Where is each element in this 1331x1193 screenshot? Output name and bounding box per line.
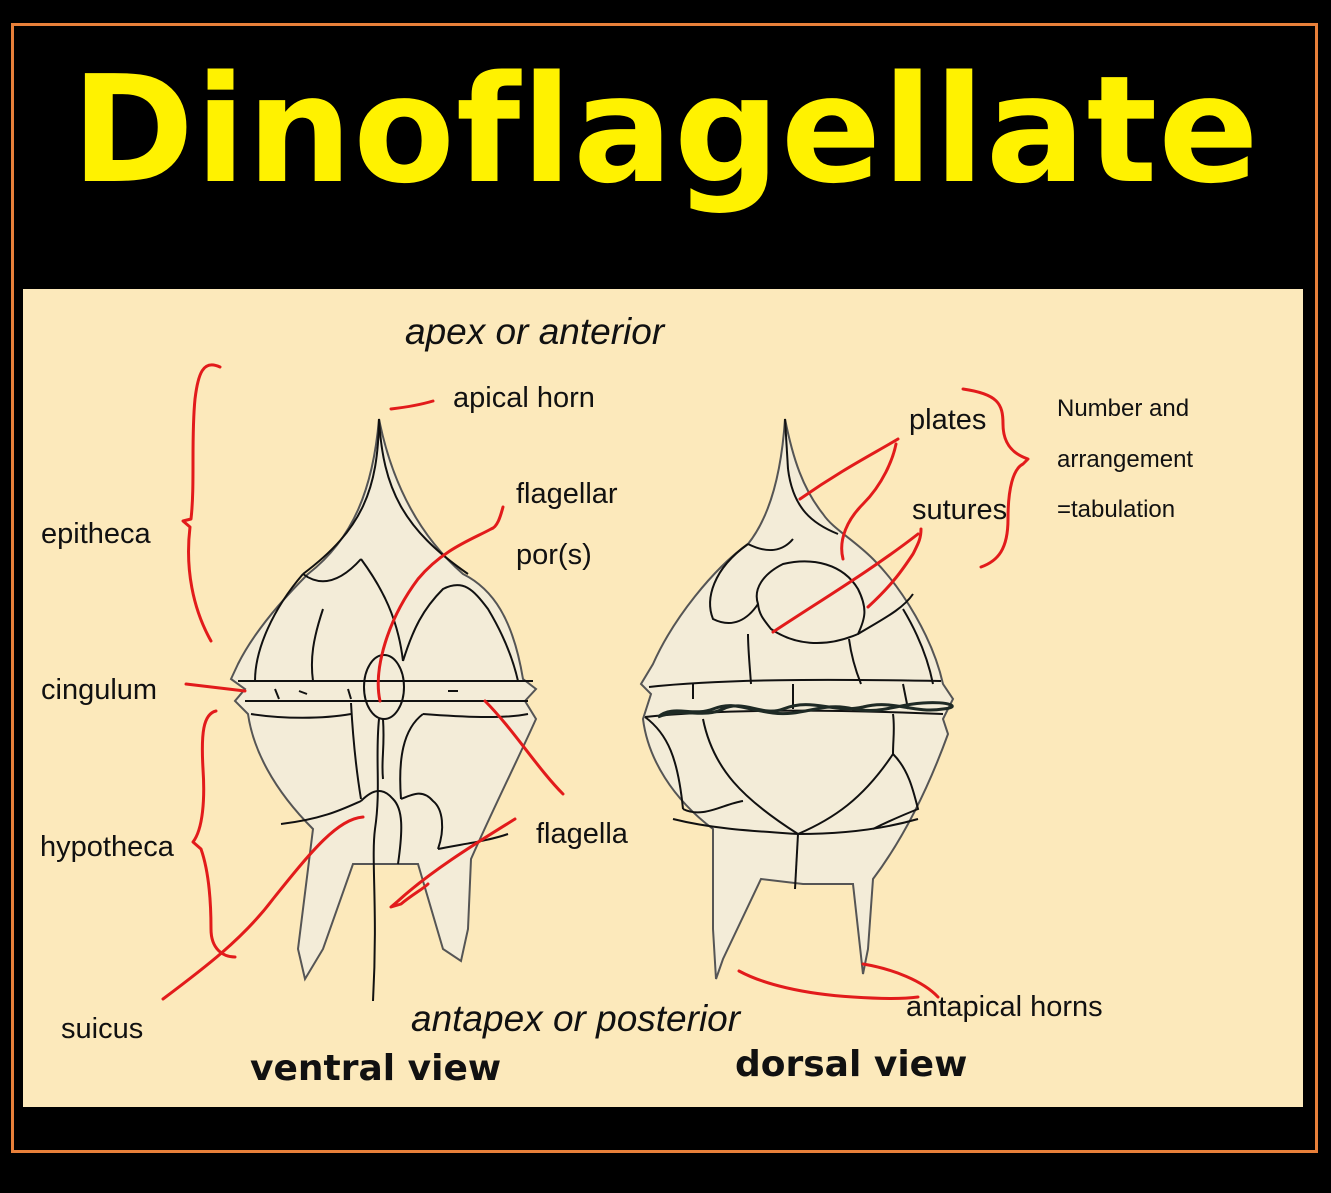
cingulum-pointer — [184, 682, 247, 693]
epitheca-brace — [181, 363, 222, 643]
apical-horn-pointer — [389, 399, 435, 411]
flagella-pointer — [483, 699, 565, 796]
epitheca-label: epitheca — [41, 518, 151, 550]
diagram-panel: apex or anterior apical horn flagellar p… — [23, 289, 1303, 1107]
slide-title: Dinoflagellate — [71, 44, 1260, 216]
cingulum-label: cingulum — [41, 674, 158, 706]
plates-label: plates — [909, 404, 987, 436]
hypotheca-label: hypotheca — [40, 831, 174, 863]
flagellar-pore-pointer — [376, 505, 505, 703]
dorsal-view-label: dorsal view — [735, 1044, 968, 1085]
tabulation-brace — [961, 387, 1030, 569]
sutures-pointer-2 — [866, 527, 923, 609]
flagellar-pores-label-line1: flagellar — [516, 478, 618, 510]
sutures-label: sutures — [912, 494, 1008, 526]
posterior-flagellum-pointer — [389, 817, 517, 909]
apical-horn-label: apical horn — [453, 382, 595, 414]
sulcus-label: suicus — [61, 1013, 144, 1045]
tabulation-label-line3: =tabulation — [1057, 496, 1176, 523]
dorsal-cell — [639, 418, 955, 980]
tabulation-label-line1: Number and — [1057, 395, 1190, 422]
antapical-horns-pointer-2 — [861, 962, 940, 999]
ventral-view-label: ventral view — [250, 1048, 502, 1089]
flagella-label: flagella — [536, 818, 628, 850]
dorsal-cell-outline — [639, 418, 955, 980]
antapical-horns-pointer — [737, 969, 920, 1000]
sulcus-pointer — [161, 815, 365, 1001]
antapical-horns-label: antapical horns — [906, 991, 1103, 1023]
ventral-cell — [229, 418, 538, 1002]
ventral-cell-outline — [229, 418, 538, 982]
dinoflagellate-illustration — [161, 363, 1030, 1002]
flagellar-pores-label-line2: por(s) — [516, 539, 592, 571]
apex-label: apex or anterior — [405, 311, 665, 352]
antapex-label: antapex or posterior — [411, 998, 741, 1039]
plates-pointer-2 — [840, 442, 898, 561]
plates-pointer-1 — [798, 437, 900, 501]
hypotheca-brace — [191, 709, 237, 959]
annotation-lines — [161, 363, 1030, 1001]
tabulation-label-line2: arrangement — [1057, 446, 1194, 473]
sutures-pointer-1 — [771, 532, 920, 634]
